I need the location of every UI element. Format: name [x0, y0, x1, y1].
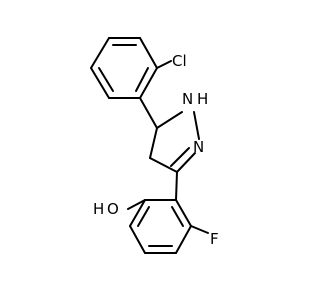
bond-c-cl	[156, 60, 172, 69]
bond-chlorophenyl-6	[90, 67, 110, 99]
bond-phenol-5	[175, 225, 192, 254]
structure-canvas: Cl N H N H O F	[90, 37, 219, 254]
bond-c3-c4	[149, 157, 178, 173]
bond-aryl-pyrazoline	[139, 97, 158, 129]
imine-nitrogen-label: N	[193, 138, 204, 156]
bond-n2-c3-double	[170, 147, 190, 167]
bond-pyrazoline-phenol	[175, 171, 178, 201]
bond-c5-n1	[156, 111, 183, 129]
bond-c4-c5	[149, 127, 158, 159]
bond-c-oh	[127, 199, 146, 210]
atom-labels: Cl N H N H O F	[93, 52, 219, 248]
bond-chlorophenyl-4	[139, 67, 158, 99]
chlorine-label: Cl	[172, 52, 187, 70]
bond-phenol-double-3	[171, 206, 184, 227]
bond-phenol-2	[129, 199, 146, 227]
nh-nitrogen-label: N	[182, 90, 193, 108]
bond-chlorophenyl-double-2	[135, 67, 149, 92]
bond-chlorophenyl-1	[90, 37, 110, 69]
hydroxyl-oxygen-label: O	[107, 200, 119, 218]
bond-phenol-double-1	[137, 206, 150, 227]
nh-hydrogen-label: H	[197, 90, 208, 108]
bond-phenol-3	[129, 225, 146, 254]
bond-n1-n2	[193, 111, 200, 140]
bond-n2-c3	[176, 152, 196, 173]
bond-phenol-6	[175, 199, 192, 227]
fluorine-label: F	[210, 230, 219, 248]
molecule-drawing: Cl N H N H O F	[90, 37, 219, 254]
bond-chlorophenyl-3	[139, 37, 158, 69]
bond-chlorophenyl-double-3	[98, 67, 114, 92]
bonds	[90, 37, 209, 254]
hydroxyl-hydrogen-label: H	[93, 200, 104, 218]
bond-c-f	[190, 225, 209, 234]
